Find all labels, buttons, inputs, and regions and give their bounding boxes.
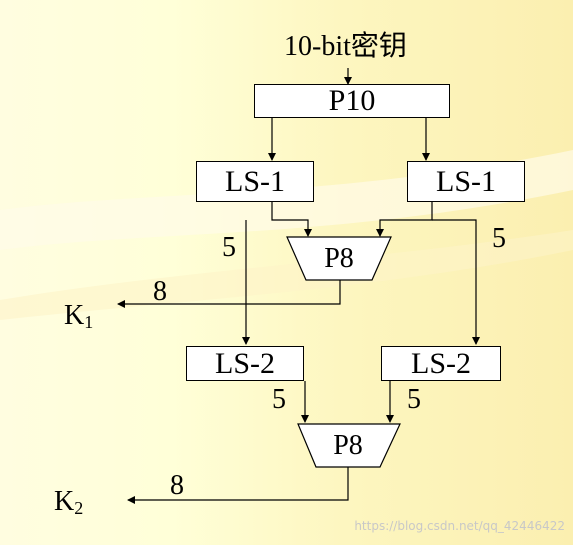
k1-output-label: K1 xyxy=(64,300,94,332)
bits-right-upper: 5 xyxy=(492,223,506,254)
ls1-left-label: LS-1 xyxy=(225,164,285,198)
p8-upper-trapezoid xyxy=(286,236,392,281)
bits-left-upper: 5 xyxy=(222,232,236,263)
bits-left-lower: 5 xyxy=(272,384,286,415)
k2-main: K xyxy=(54,486,75,517)
k2-output-label: K2 xyxy=(54,486,84,518)
p10-label: P10 xyxy=(328,84,376,117)
ls2-left-box: LS-2 xyxy=(186,346,304,381)
p8-lower-label: P8 xyxy=(333,430,363,461)
k2-subscript: 2 xyxy=(74,498,84,518)
ls2-right-label: LS-2 xyxy=(411,346,471,380)
bits-right-lower: 5 xyxy=(407,384,421,415)
bits-k1: 8 xyxy=(153,276,167,307)
k1-subscript: 1 xyxy=(84,312,94,332)
ls1-right-box: LS-1 xyxy=(407,161,525,202)
ls1-left-box: LS-1 xyxy=(196,161,314,202)
bits-k2: 8 xyxy=(170,470,184,501)
p10-box: P10 xyxy=(254,84,450,118)
p8-lower-trapezoid xyxy=(297,423,401,468)
ls2-left-label: LS-2 xyxy=(215,346,275,380)
p8-upper-label: P8 xyxy=(324,243,354,274)
ls1-right-label: LS-1 xyxy=(436,164,496,198)
ls2-right-box: LS-2 xyxy=(381,346,501,381)
watermark-text: https://blog.csdn.net/qq_42446422 xyxy=(354,519,565,533)
key-input-label: 10-bit密钥 xyxy=(284,31,407,62)
k1-main: K xyxy=(64,300,85,331)
